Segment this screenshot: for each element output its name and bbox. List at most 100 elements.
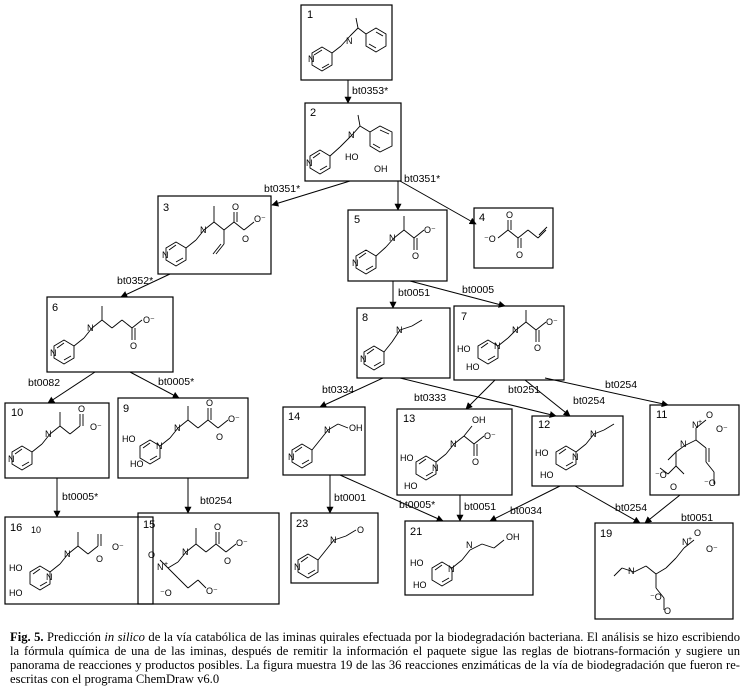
- atom-N-7a: N: [494, 341, 501, 351]
- atom-O-6a: O⁻: [143, 315, 155, 325]
- atom-N-16a: N: [46, 572, 53, 582]
- atom-O-4c: O: [516, 250, 523, 260]
- compound-box-3: [157, 195, 272, 275]
- atom-HO-9a: HO: [122, 434, 136, 444]
- atom-N-9a: N: [156, 441, 163, 451]
- arrow-3-6: [120, 273, 171, 298]
- atom-N-15b: N: [182, 547, 189, 557]
- atom-O-15f: O⁻: [206, 586, 218, 596]
- atom-O-19d: O: [664, 606, 671, 616]
- atom-O-9c: O: [216, 432, 223, 442]
- caption-italic: in silico: [104, 630, 145, 644]
- rxn-label-r17: bt0005*: [399, 499, 435, 511]
- atom-O-15d: O: [224, 556, 231, 566]
- atom-N-21a: N: [448, 564, 455, 574]
- rxn-label-r12: bt0254: [573, 395, 605, 407]
- rxn-label-r8: bt0005*: [158, 376, 194, 388]
- rxn-label-r1: bt0353*: [352, 85, 388, 97]
- compound-box-2: [304, 102, 402, 182]
- rxn-label-r21: bt0051: [681, 512, 713, 524]
- rxn-label-r3: bt0351*: [404, 173, 440, 185]
- atom-O-6b: O: [130, 341, 137, 351]
- compound-label-14: 14: [288, 411, 300, 423]
- atom-N-23a: N: [294, 562, 301, 572]
- compound-label-7: 7: [461, 311, 467, 323]
- structure-6: [53, 306, 143, 365]
- atom-HO-16a: HO: [9, 563, 23, 573]
- atom-O-16a: O⁻: [112, 542, 124, 552]
- atom-HO-12a: HO: [535, 448, 549, 458]
- atom-N-3b: N: [200, 225, 207, 235]
- atom-O-3c: O: [242, 234, 249, 244]
- atom-O-23: O: [357, 525, 364, 535]
- atom-OH-13: OH: [472, 415, 486, 425]
- arrow-12-21: [489, 485, 561, 522]
- rxn-label-r10: bt0333: [414, 392, 446, 404]
- atom-HO-7b: HO: [466, 362, 480, 372]
- compound-label-1: 1: [307, 9, 313, 21]
- atom-HO-13b: HO: [404, 481, 418, 491]
- atom-plus-11: +: [698, 419, 702, 426]
- atom-HO-13a: HO: [400, 453, 414, 463]
- atom-OH-21: OH: [506, 532, 520, 542]
- atom-N-9b: N: [174, 423, 181, 433]
- atom-O-7a: O⁻: [546, 317, 558, 327]
- atom-O-13b: O: [472, 457, 479, 467]
- atom-OH-2: OH: [374, 164, 388, 174]
- atom-N-14a: N: [288, 452, 295, 462]
- rxn-label-r9: bt0334: [322, 384, 354, 396]
- atom-N-11b: N: [680, 439, 687, 449]
- compound-box-19: [594, 522, 734, 620]
- structure-8: [363, 319, 423, 371]
- atom-O-19a: O: [694, 528, 701, 538]
- compound-box-7: [453, 305, 565, 381]
- atom-N-15a: N: [157, 562, 164, 572]
- atom-N-21b: N: [466, 540, 473, 550]
- atom-HO-21a: HO: [410, 558, 424, 568]
- compound-label-12: 12: [538, 419, 550, 431]
- atom-O-5b: O: [412, 251, 419, 261]
- compound-box-4: [473, 207, 554, 269]
- structure-1: [311, 17, 387, 72]
- compound-label-21: 21: [410, 526, 422, 538]
- structure-7: [477, 310, 547, 365]
- atom-O-11c: ⁻O: [655, 470, 667, 480]
- compound-box-16: [4, 516, 154, 605]
- arrow-7-11: [544, 377, 669, 408]
- atom-O-15e: ⁻O: [160, 588, 172, 598]
- atom-O-3b: O⁻: [254, 214, 266, 224]
- rxn-label-r15: bt0254: [200, 495, 232, 507]
- arrow-2-4: [399, 180, 477, 225]
- atom-N-2a: N: [306, 158, 313, 168]
- rxn-label-r20: bt0254: [615, 502, 647, 514]
- structure-12: [555, 423, 615, 471]
- figure-caption: Fig. 5. Predicción in silico de la vía c…: [10, 630, 740, 686]
- atom-N-12b: N: [590, 429, 597, 439]
- structure-11: [659, 419, 715, 484]
- atom-O-5a: O⁻: [424, 225, 436, 235]
- structure-3: [165, 206, 255, 267]
- atom-O-11d: O: [670, 482, 677, 492]
- arrow-5-7: [409, 280, 506, 308]
- atom-O-11e: ⁻O: [704, 478, 716, 488]
- arrow-2-3: [271, 180, 351, 207]
- atom-N-5b: N: [389, 233, 396, 243]
- atom-N-13b: N: [450, 439, 457, 449]
- structure-9: [139, 406, 229, 465]
- atom-O-9a: O: [206, 398, 213, 408]
- atom-N-3a: N: [162, 250, 169, 260]
- rxn-label-r11: bt0251: [508, 384, 540, 396]
- structure-23: [297, 529, 357, 579]
- atom-O-4a: ⁻O: [484, 234, 496, 244]
- rxn-label-r4: bt0352*: [117, 275, 153, 287]
- atom-N-8a: N: [360, 354, 367, 364]
- atom-N-10b: N: [45, 429, 52, 439]
- compound-box-1: [300, 4, 393, 81]
- arrow-7-12: [524, 379, 571, 417]
- rxn-label-r2: bt0351*: [264, 183, 300, 195]
- atom-N-23b: N: [330, 535, 337, 545]
- compound-box-9: [117, 397, 249, 479]
- atom-N-19b: N: [628, 566, 635, 576]
- compound-label-4: 4: [479, 212, 485, 224]
- compound-label-6: 6: [52, 302, 58, 314]
